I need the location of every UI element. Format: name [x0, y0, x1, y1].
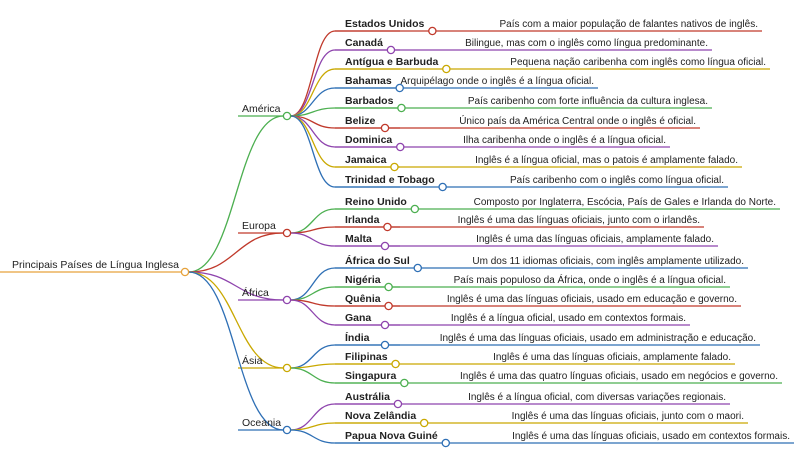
country-description: Inglês é uma das línguas oficiais, ampla… — [493, 352, 731, 363]
country-description: Inglês é uma das quatro línguas oficiais… — [460, 371, 778, 382]
region-label: África — [242, 286, 269, 299]
mindmap-nodes: Principais Países de Língua Inglesa Améri… — [12, 18, 790, 448]
region-node[interactable] — [282, 363, 292, 373]
country-node[interactable] — [390, 162, 399, 172]
edge-root-region — [188, 271, 284, 431]
country-description: Inglês é uma das línguas oficiais, ampla… — [476, 234, 714, 245]
edge-region-country — [290, 429, 336, 444]
country-description: Inglês é uma das línguas oficiais, usado… — [440, 333, 756, 344]
country-node[interactable] — [395, 83, 404, 93]
country-node[interactable] — [391, 359, 400, 369]
country-label: Bahamas — [345, 75, 392, 87]
country-description: Único país da América Central onde o ing… — [459, 114, 696, 127]
region-node[interactable] — [282, 295, 292, 305]
country-label: Filipinas — [345, 351, 388, 363]
edge-region-country — [290, 226, 336, 234]
country-node[interactable] — [380, 241, 390, 251]
country-label: Jamaica — [345, 154, 387, 166]
country-label: Malta — [345, 233, 372, 245]
edge-root-region — [188, 271, 284, 301]
country-label: Austrália — [345, 391, 390, 403]
country-node[interactable] — [380, 320, 390, 330]
country-label: Trinidad e Tobago — [345, 174, 435, 186]
country-description: Pequena nação caribenha com inglês como … — [510, 57, 766, 68]
country-description: Inglês é uma das línguas oficiais, usado… — [512, 431, 790, 442]
country-node[interactable] — [396, 142, 405, 152]
country-description: Inglês é a língua oficial, usado em cont… — [451, 313, 686, 324]
country-label: África do Sul — [345, 254, 410, 267]
root-label: Principais Países de Língua Inglesa — [12, 259, 179, 271]
country-label: Reino Unido — [345, 196, 407, 208]
region-node[interactable] — [282, 228, 292, 238]
country-description: País com a maior população de falantes n… — [500, 19, 759, 30]
country-label: Irlanda — [345, 214, 380, 226]
country-node[interactable] — [428, 26, 437, 36]
country-node[interactable] — [383, 222, 392, 232]
country-node[interactable] — [442, 64, 451, 74]
country-label: Papua Nova Guiné — [345, 430, 438, 442]
country-description: Inglês é uma das línguas oficiais, junto… — [458, 215, 700, 226]
country-node[interactable] — [419, 418, 429, 428]
country-label: Estados Unidos — [345, 18, 425, 30]
country-label: Quênia — [345, 293, 381, 305]
edge-region-country — [290, 286, 336, 301]
country-description: Um dos 11 idiomas oficiais, com inglês a… — [472, 256, 744, 267]
country-description: Inglês é uma das línguas oficiais, usado… — [447, 294, 737, 305]
country-node[interactable] — [380, 123, 390, 133]
edge-region-country — [290, 367, 336, 384]
country-description: Bilingue, mas com o inglês como língua p… — [465, 38, 708, 49]
country-label: Gana — [345, 312, 371, 324]
edge-root-region — [188, 115, 284, 273]
country-description: País caribenho com forte influência da c… — [468, 96, 708, 107]
country-description: Inglês é a língua oficial, com diversas … — [468, 392, 726, 403]
edge-region-country — [290, 299, 336, 326]
country-node[interactable] — [380, 340, 390, 350]
region-label: América — [242, 103, 281, 115]
edge-region-country — [290, 363, 336, 369]
country-label: Nigéria — [345, 274, 381, 286]
region-label: Europa — [242, 220, 276, 232]
country-label: Nova Zelândia — [345, 410, 416, 422]
country-node[interactable] — [410, 204, 420, 214]
edge-root-region — [188, 232, 284, 273]
region-label: Ásia — [242, 354, 263, 367]
region-node[interactable] — [282, 425, 292, 435]
country-label: Antígua e Barbuda — [345, 56, 439, 68]
country-label: Singapura — [345, 370, 397, 382]
country-description: Composto por Inglaterra, Escócia, País d… — [474, 197, 776, 208]
country-description: País mais populoso da África, onde o ing… — [454, 273, 726, 286]
country-label: Índia — [345, 331, 370, 344]
country-node[interactable] — [384, 301, 393, 311]
country-description: Ilha caribenha onde o inglês é a língua … — [463, 135, 666, 146]
country-node[interactable] — [441, 438, 451, 448]
country-node[interactable] — [413, 263, 423, 273]
country-description: Arquipélago onde o inglês é a língua ofi… — [401, 76, 594, 87]
edge-root-region — [188, 271, 284, 369]
root-node[interactable] — [180, 267, 190, 277]
edge-region-country — [290, 115, 336, 168]
country-node[interactable] — [386, 45, 396, 55]
country-node[interactable] — [400, 378, 409, 388]
country-node[interactable] — [384, 282, 393, 292]
edge-region-country — [290, 49, 336, 117]
country-node[interactable] — [438, 182, 447, 192]
country-description: Inglês é a língua oficial, mas o patois … — [475, 155, 738, 166]
country-label: Canadá — [345, 37, 383, 49]
country-node[interactable] — [393, 399, 403, 409]
country-node[interactable] — [397, 103, 406, 113]
country-label: Belize — [345, 115, 376, 127]
edge-region-country — [290, 30, 336, 117]
country-label: Barbados — [345, 95, 394, 107]
region-label: Oceania — [242, 417, 281, 429]
country-description: Inglês é uma das línguas oficiais, junto… — [512, 411, 744, 422]
edge-region-country — [290, 232, 336, 247]
country-description: País caribenho com o inglês como língua … — [510, 175, 724, 186]
region-node[interactable] — [282, 111, 292, 121]
country-label: Dominica — [345, 134, 392, 146]
edge-region-country — [290, 267, 336, 301]
edge-region-country — [290, 115, 336, 188]
